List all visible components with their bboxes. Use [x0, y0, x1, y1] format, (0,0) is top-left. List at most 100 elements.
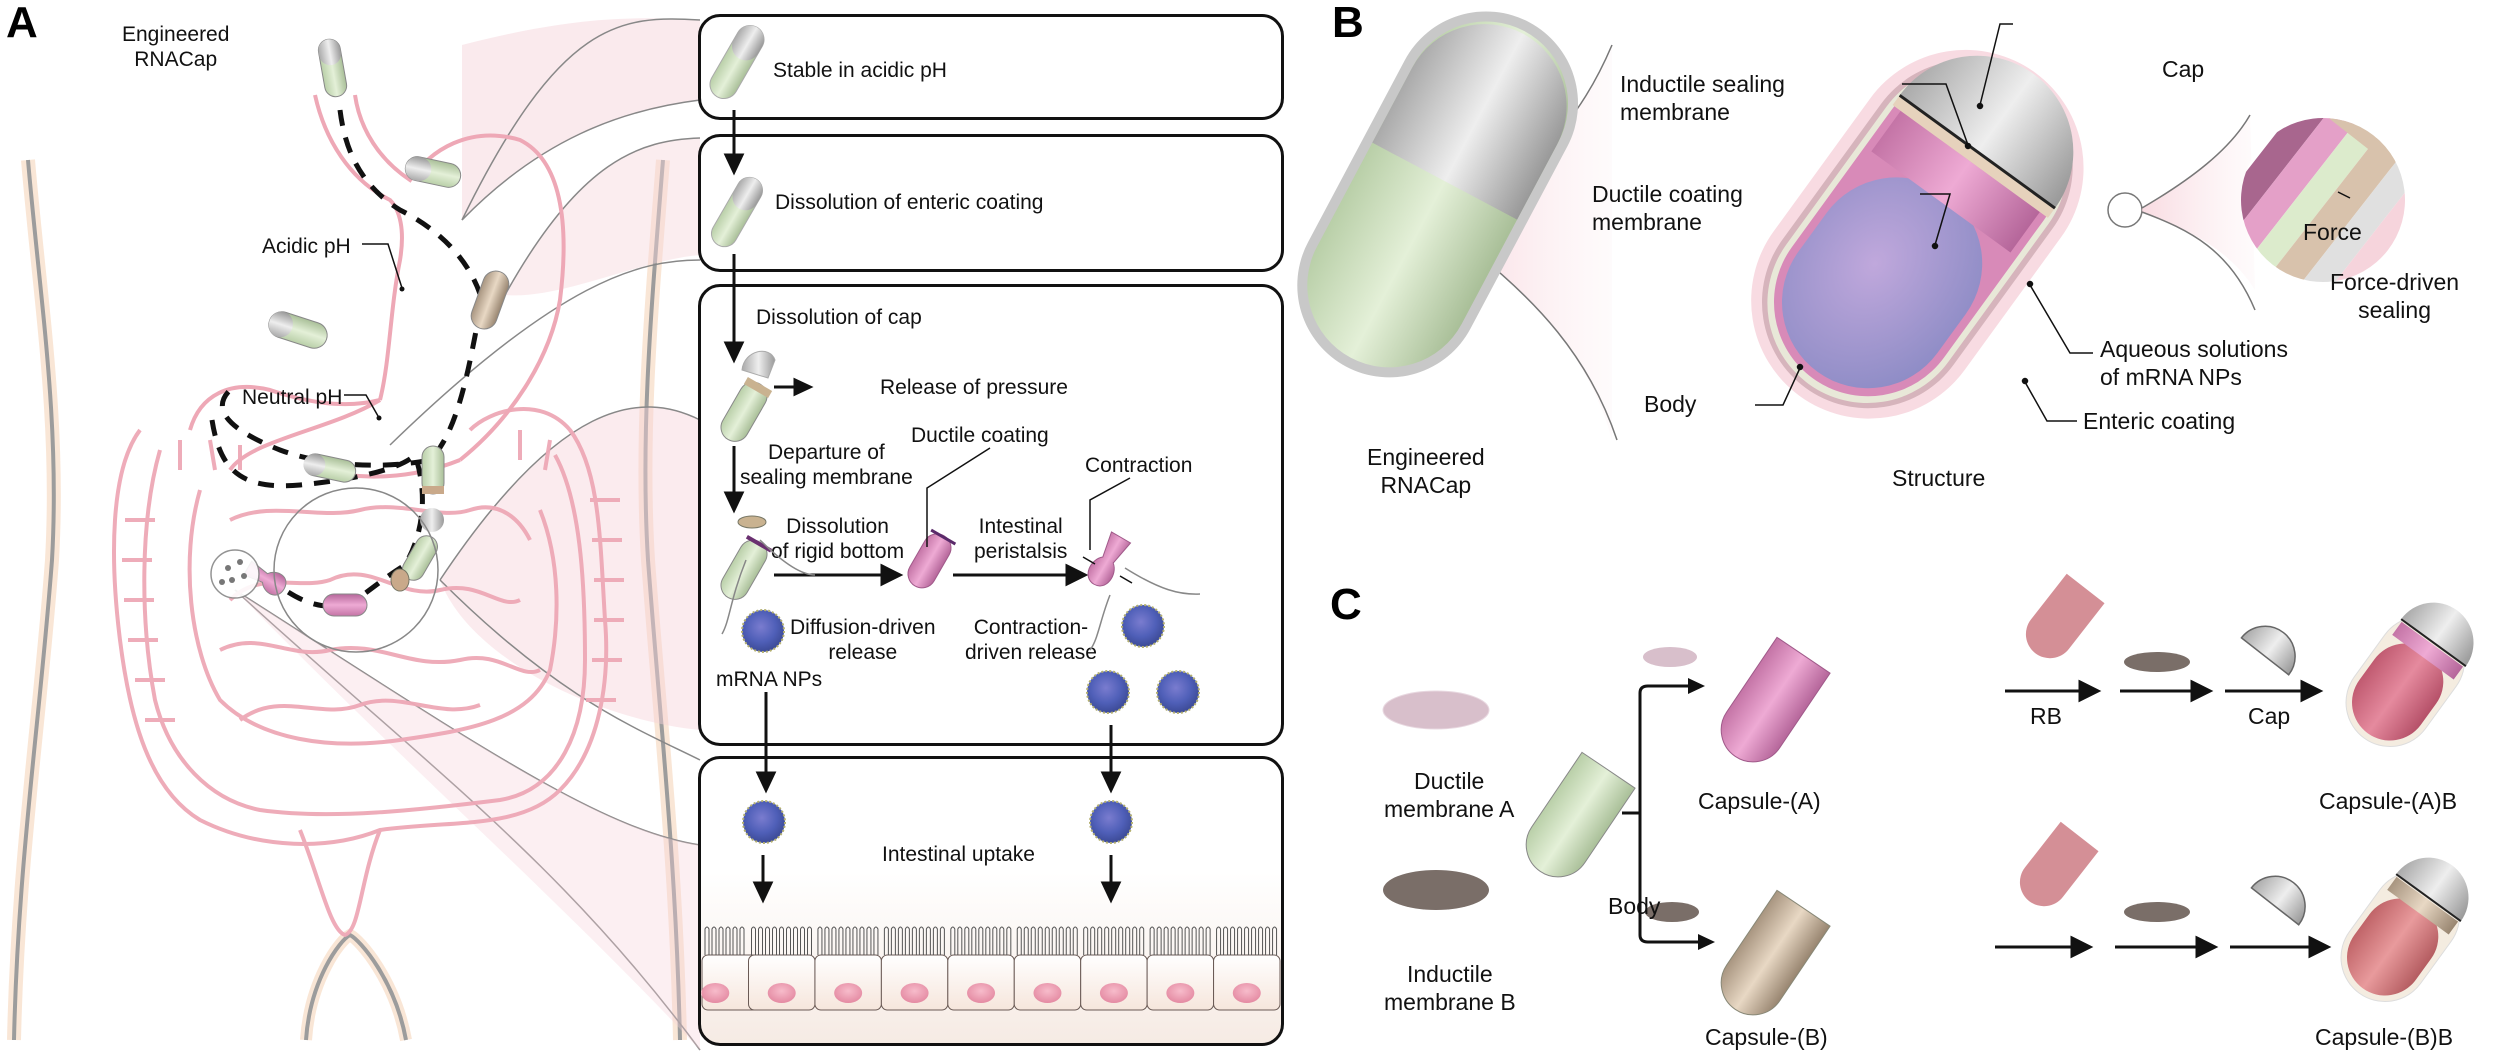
label-intestinal-peristalsis: Intestinal peristalsis	[974, 514, 1067, 564]
label-contraction: Contraction	[1085, 454, 1193, 477]
microvilli	[1083, 926, 1145, 955]
rigid-bottom-b-icon	[2019, 821, 2099, 907]
inductile-membrane-b-disc	[1383, 870, 1489, 910]
label-line: sealing membrane	[740, 466, 913, 489]
label-body: Body	[1644, 391, 1697, 417]
anatomy-capsules	[210, 38, 510, 653]
engineered-rnacap-capsule	[1297, 11, 1579, 378]
ductile-coating-capsule-icon	[907, 528, 957, 589]
capsule-stable-icon	[709, 24, 765, 100]
label-line: Aqueous solutions	[2100, 336, 2288, 362]
label-departure-sealing: Departure of sealing membrane	[740, 440, 913, 490]
capsule-bb-icon	[2340, 857, 2469, 1003]
membrane-b-disc-row-a	[2124, 652, 2190, 672]
label-line: Force-driven	[2330, 269, 2460, 295]
body-capsule-icon	[1525, 751, 1636, 878]
label-capsule-b: Capsule-(B)	[1705, 1024, 1828, 1050]
label-inductile-sealing-membrane: Inductile sealing membrane	[1620, 70, 1785, 126]
cap-a-icon	[2240, 625, 2296, 676]
cap-b-icon	[2250, 875, 2306, 926]
label-c-body: Body	[1608, 893, 1661, 919]
step-box-enteric	[698, 134, 1284, 272]
branch-arrows	[1622, 684, 1700, 944]
microvilli	[704, 926, 745, 955]
label-line: Intestinal	[978, 515, 1063, 538]
cell-nucleus	[834, 983, 863, 1003]
capsule-a-icon	[1720, 636, 1831, 763]
step-uptake-text: Intestinal uptake	[882, 843, 1035, 866]
label-dissolution-rigid-bottom: Dissolution of rigid bottom	[771, 514, 904, 564]
step-enteric-text: Dissolution of enteric coating	[775, 191, 1044, 214]
panel-letter-a: A	[6, 0, 38, 47]
panel-letter-b: B	[1332, 0, 1364, 47]
label-force-driven-sealing: Force-driven sealing	[2330, 268, 2459, 324]
label-line: Inductile sealing	[1620, 71, 1785, 97]
label-line: Contraction-	[973, 616, 1089, 639]
microvilli	[817, 926, 879, 955]
label-diffusion-driven-release: Diffusion-driven release	[790, 615, 936, 665]
cell-nucleus	[767, 983, 796, 1003]
cap-separated-icon	[720, 350, 776, 442]
mrna-nanoparticles	[741, 604, 1200, 844]
label-ductile-coating: Ductile coating	[911, 424, 1049, 447]
intestinal-epithelium	[701, 926, 1281, 1011]
microvilli	[1149, 926, 1211, 955]
label-line: membrane B	[1384, 989, 1516, 1015]
membrane-b-disc-row-b	[2124, 902, 2190, 922]
rigid-bottom-a-icon	[2025, 573, 2105, 659]
step-cap-dissolution-text: Dissolution of cap	[756, 306, 922, 329]
capsule-enteric-icon	[711, 176, 763, 248]
step-box-stable	[698, 14, 1284, 120]
label-acidic-ph: Acidic pH	[262, 235, 351, 258]
label-line: membrane	[1592, 209, 1702, 235]
label-line: Ductile coating	[1592, 181, 1743, 207]
label-line: sealing	[2358, 297, 2431, 323]
label-line: Ductile	[1414, 768, 1485, 794]
label-ductile-membrane-a: Ductile membrane A	[1384, 767, 1514, 823]
label-enteric-coating: Enteric coating	[2083, 408, 2236, 434]
microvilli	[1216, 926, 1278, 955]
label-engineered-rnacap: Engineered RNACap	[122, 22, 229, 72]
label-cap-step: Cap	[2248, 703, 2291, 729]
label-rb: RB	[2030, 703, 2062, 729]
label-aqueous-solutions: Aqueous solutions of mRNA NPs	[2100, 335, 2288, 391]
intestines	[112, 407, 624, 938]
label-line: driven release	[965, 641, 1097, 664]
panel-b-leader-lines	[1755, 23, 2093, 422]
label-force: Force	[2303, 219, 2362, 245]
label-line: Diffusion-driven	[790, 616, 936, 639]
torso-outline	[7, 159, 687, 1042]
microvilli	[883, 926, 945, 955]
cell-nucleus	[701, 983, 730, 1003]
label-mrna-nps: mRNA NPs	[716, 668, 823, 691]
label-structure: Structure	[1892, 465, 1986, 491]
capsule-b-icon	[1720, 889, 1831, 1016]
label-line: Departure of	[768, 441, 885, 464]
label-line: of rigid bottom	[771, 540, 905, 563]
capsule-ab-icon	[2345, 602, 2474, 748]
label-release-pressure: Release of pressure	[880, 376, 1068, 399]
microvilli	[950, 926, 1012, 955]
label-capsule-bb: Capsule-(B)B	[2315, 1024, 2454, 1050]
capsule-open-icon	[720, 515, 816, 635]
structure-cross-section	[1751, 49, 2084, 419]
cell-nucleus	[1166, 983, 1195, 1003]
label-line: release	[828, 641, 898, 664]
label-capsule-ab: Capsule-(A)B	[2319, 788, 2458, 814]
label-cap: Cap	[2162, 56, 2205, 82]
label-line: membrane	[1620, 99, 1730, 125]
label-line: Engineered	[1367, 444, 1485, 470]
label-line: RNACap	[1380, 472, 1472, 498]
ductile-membrane-a-disc	[1382, 690, 1490, 730]
label-line: RNACap	[134, 48, 218, 71]
label-line: of mRNA NPs	[2100, 364, 2242, 390]
flow-arrows	[723, 110, 1122, 904]
zoom-cones	[234, 18, 701, 1051]
cell-nucleus	[900, 983, 929, 1003]
label-b-engineered-rnacap: Engineered RNACap	[1367, 443, 1485, 499]
cell-nucleus	[1099, 983, 1128, 1003]
label-line: peristalsis	[974, 540, 1068, 563]
